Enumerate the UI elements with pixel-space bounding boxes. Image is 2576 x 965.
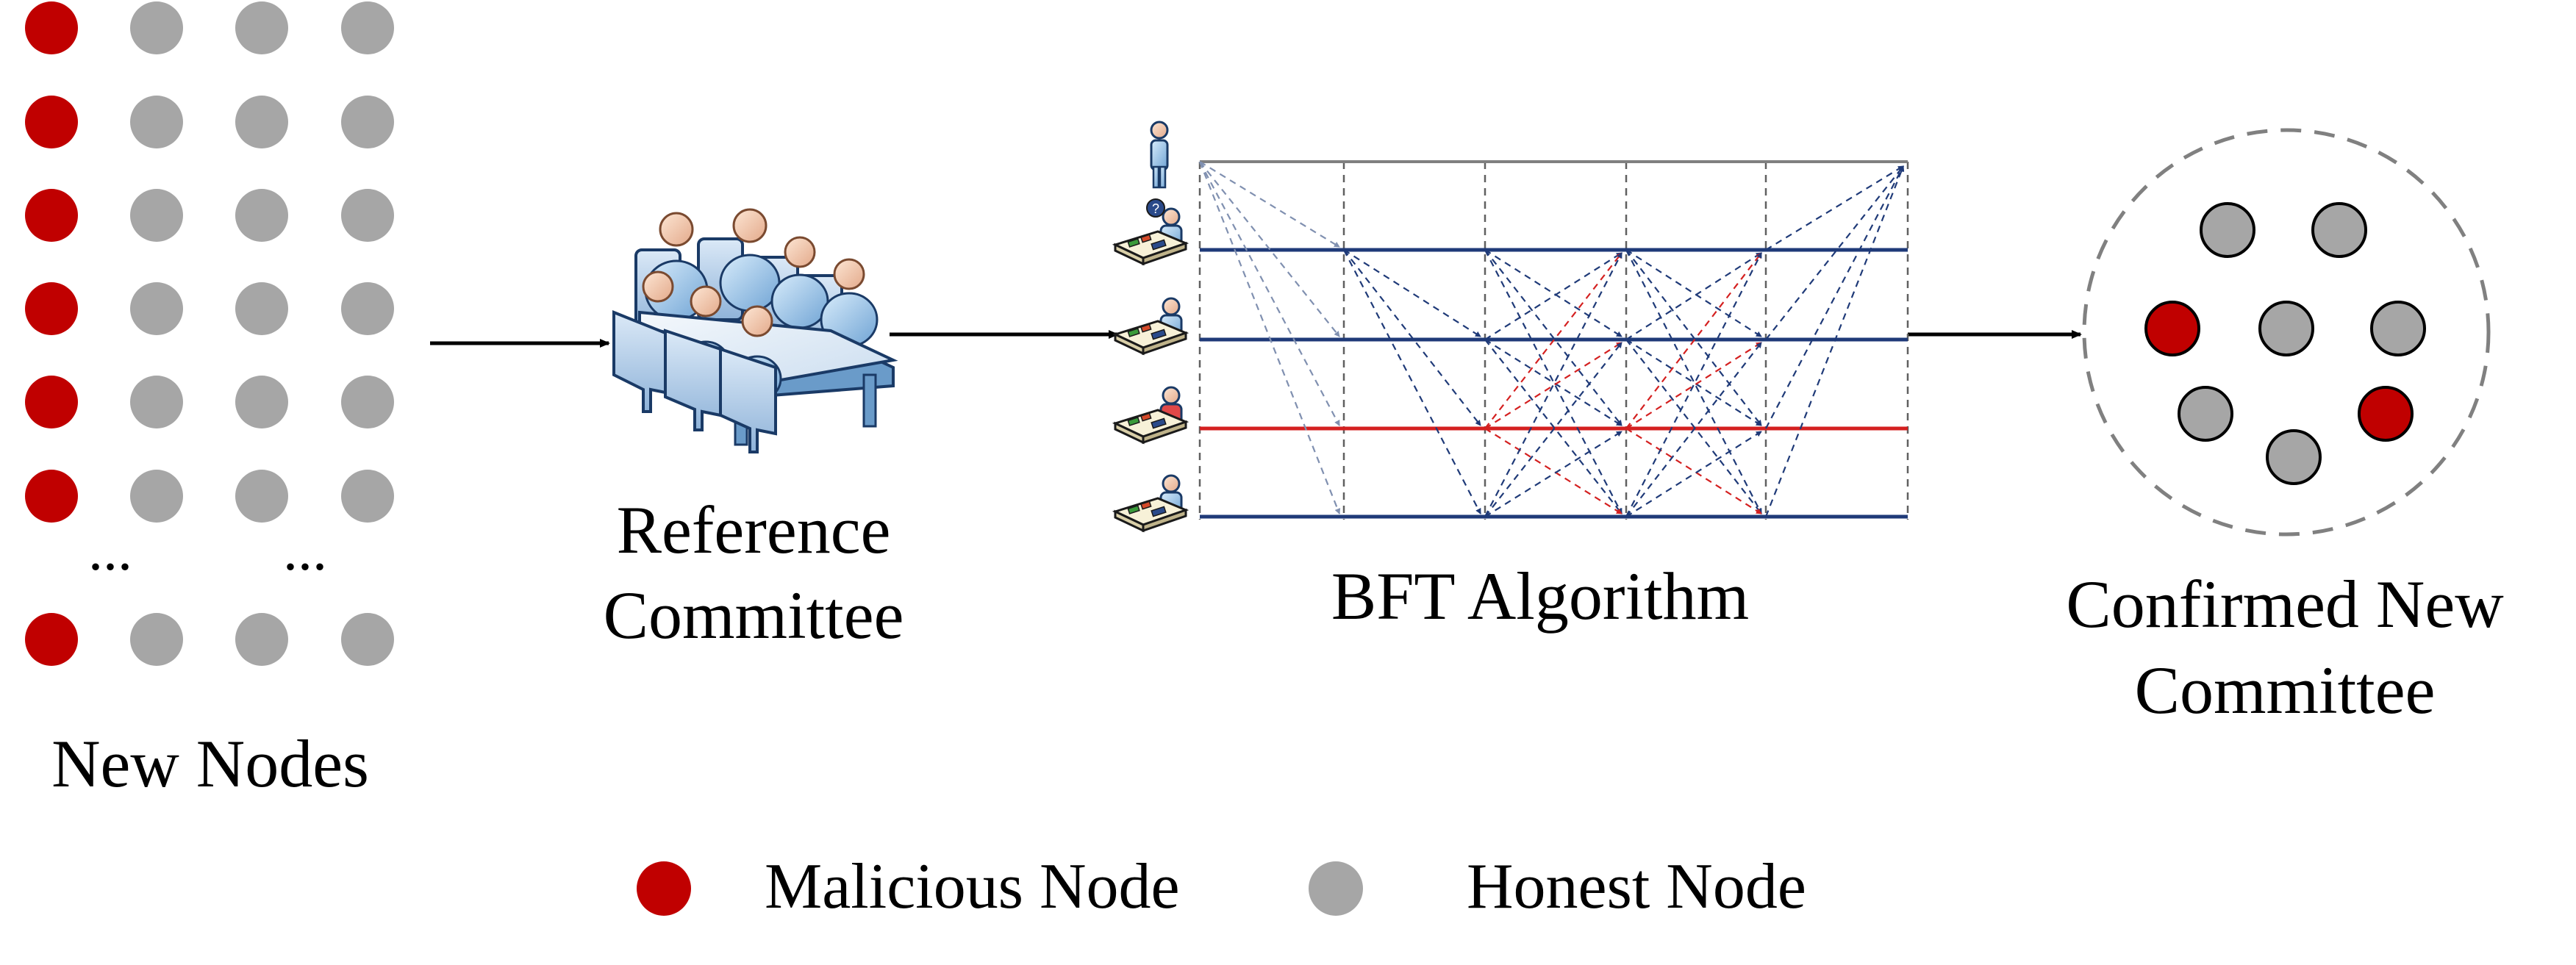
message-arrow (1625, 249, 1762, 514)
honest-node (341, 613, 394, 666)
message-arrow (1765, 165, 1904, 251)
malicious-node (25, 189, 78, 242)
honest-node (2311, 202, 2367, 258)
message-arrow (1199, 161, 1340, 248)
message-arrow (1343, 249, 1481, 337)
honest-node (130, 613, 183, 666)
message-arrow (1484, 342, 1622, 517)
honest-node (235, 96, 288, 148)
message-arrow (1484, 249, 1622, 426)
message-arrow (1625, 342, 1762, 429)
message-arrow (1625, 249, 1762, 426)
honest-node (2370, 301, 2426, 356)
honest-node (2266, 429, 2322, 485)
honest-node (341, 282, 394, 335)
honest-node (130, 189, 183, 242)
confirmed-committee-circle (2082, 128, 2491, 537)
message-arrow (1484, 249, 1622, 514)
honest-node (130, 1, 183, 54)
message-arrow (1625, 339, 1762, 426)
honest-node (130, 376, 183, 428)
honest-node (341, 1, 394, 54)
malicious-node (25, 470, 78, 523)
malicious-node (25, 376, 78, 428)
message-arrow (1484, 339, 1622, 426)
message-arrow (1625, 252, 1762, 517)
malicious-node (25, 1, 78, 54)
honest-node (235, 613, 288, 666)
honest-node (235, 470, 288, 523)
desk-worker-icon (1112, 474, 1189, 533)
message-arrow (1625, 252, 1762, 340)
confirmed-committee-nodes (2144, 202, 2426, 485)
new-nodes-label: New Nodes (51, 726, 369, 801)
message-arrow (1484, 252, 1622, 340)
honest-node (341, 96, 394, 148)
message-arrow (1764, 165, 1905, 517)
legend-honest-label: Honest Node (1467, 851, 1806, 922)
message-arrow (1343, 249, 1481, 514)
legend-malicious-label: Malicious Node (765, 851, 1180, 922)
message-arrow (1625, 339, 1762, 514)
message-arrow (1765, 165, 1904, 429)
ellipsis-left: ... (88, 518, 132, 583)
reference-committee-label-line2: Committee (604, 578, 904, 653)
svg-text:?: ? (1152, 201, 1159, 216)
desk-worker-icon (1112, 386, 1189, 445)
client-person-icon (1150, 121, 1169, 189)
bft-replica-icons: ? (1112, 198, 1189, 533)
reference-committee-label-line1: Reference (617, 492, 891, 567)
malicious-node (2358, 386, 2414, 442)
honest-node (235, 376, 288, 428)
honest-node (2258, 301, 2314, 356)
honest-node (130, 96, 183, 148)
desk-worker-icon (1112, 297, 1189, 356)
honest-node (235, 189, 288, 242)
malicious-node (25, 96, 78, 148)
message-arrow (1625, 342, 1762, 517)
malicious-node (25, 613, 78, 666)
legend-honest-marker (1309, 861, 1363, 916)
message-arrow (1484, 252, 1622, 429)
meeting-table-icon (612, 208, 898, 453)
bft-algorithm-label: BFT Algorithm (1331, 559, 1749, 634)
message-arrow (1625, 431, 1762, 517)
confirmed-committee-label-line2: Committee (2135, 653, 2436, 728)
message-arrow (1625, 249, 1762, 337)
honest-node (341, 376, 394, 428)
honest-node (341, 470, 394, 523)
malicious-node (2144, 301, 2200, 356)
malicious-node (25, 282, 78, 335)
legend-malicious-marker (637, 861, 691, 916)
message-arrow (1484, 428, 1622, 514)
message-arrow (1343, 249, 1481, 426)
desk-worker-icon: ? (1112, 198, 1189, 266)
message-arrow (1484, 339, 1622, 514)
message-arrow (1765, 165, 1904, 340)
bft-diagram (1198, 160, 1909, 520)
message-arrow (1484, 342, 1622, 429)
message-arrow (1625, 252, 1762, 429)
message-arrow (1484, 249, 1622, 337)
new-nodes-grid (25, 1, 394, 666)
honest-node (235, 1, 288, 54)
message-arrow (1484, 252, 1622, 517)
honest-node (2200, 202, 2255, 258)
new-nodes-ellipsis: ... ... (88, 518, 327, 583)
honest-node (235, 282, 288, 335)
honest-node (130, 282, 183, 335)
honest-node (130, 470, 183, 523)
honest-node (2178, 386, 2233, 442)
legend: Malicious Node Honest Node (637, 851, 1806, 922)
message-arrow (1484, 431, 1622, 517)
honest-node (341, 189, 394, 242)
confirmed-committee-label-line1: Confirmed New (2066, 567, 2504, 642)
message-arrow (1625, 428, 1762, 514)
message-arrow (1198, 161, 1341, 514)
message-arrow (1199, 161, 1340, 426)
message-arrow (1199, 161, 1340, 337)
ellipsis-right: ... (283, 518, 327, 583)
